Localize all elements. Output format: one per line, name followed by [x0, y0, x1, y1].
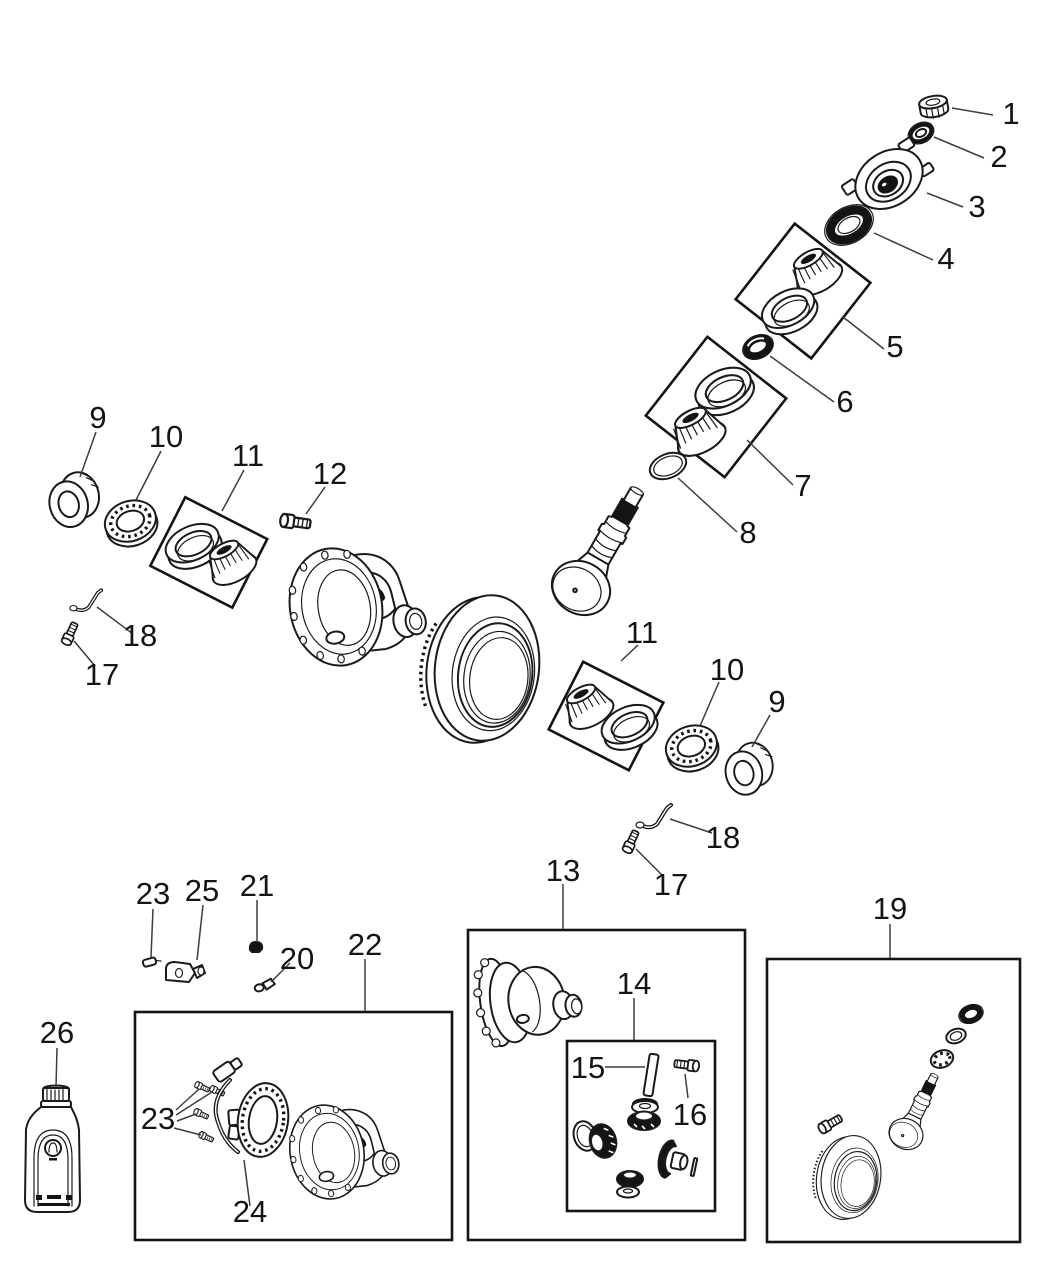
kit-bolt: [815, 1112, 845, 1136]
callout-1[interactable]: 1: [1002, 96, 1019, 131]
thrust-washer-top: [631, 1098, 659, 1114]
callout-2[interactable]: 2: [990, 139, 1007, 174]
wheel-speed-sensor-clip-right: [634, 803, 673, 830]
callout-21[interactable]: 21: [240, 868, 274, 903]
callout-6[interactable]: 6: [836, 384, 853, 419]
callout-15[interactable]: 15: [571, 1050, 605, 1085]
pinion-mate-shaft: [642, 1052, 660, 1098]
gear-oil-bottle: [24, 1084, 81, 1213]
callout-18-right[interactable]: 18: [706, 820, 740, 855]
differential-carrier: [279, 532, 432, 675]
retainer-clip-23: [141, 956, 162, 968]
tone-exciter-ring: [227, 1082, 290, 1158]
callout-18-left[interactable]: 18: [123, 618, 157, 653]
kit-ring-gear: [807, 1129, 888, 1225]
callout-10-mid[interactable]: 10: [710, 652, 744, 687]
ring-gear: [411, 585, 550, 752]
callout-9-mid[interactable]: 9: [768, 684, 785, 719]
kit-box-19: [765, 957, 1022, 1244]
callout-23-top[interactable]: 23: [136, 876, 170, 911]
differential-case-assembly: [473, 957, 583, 1048]
kit-box-22: [133, 1010, 454, 1242]
speed-sensor-plug: [212, 1057, 243, 1083]
callout-16[interactable]: 16: [673, 1097, 707, 1132]
callout-17-right[interactable]: 17: [654, 867, 688, 902]
kit-pinion-bearing: [929, 1049, 955, 1069]
bearing-retainer-right: [718, 737, 781, 800]
callout-22[interactable]: 22: [348, 927, 382, 962]
drive-pinion-gear: [541, 472, 666, 627]
sensor-harness-core: [214, 1079, 239, 1153]
ring-gear-bolt: [278, 512, 313, 532]
callout-20[interactable]: 20: [280, 941, 314, 976]
kit-box-13: [466, 928, 747, 1242]
kit-pinion-washer: [945, 1027, 967, 1045]
callout-17-left[interactable]: 17: [85, 657, 119, 692]
sensor-bolt-left: [59, 620, 81, 648]
kit-drive-pinion: [883, 1066, 952, 1156]
pinion-mate-gear-bottom: [616, 1170, 644, 1199]
callout-14[interactable]: 14: [617, 966, 651, 1001]
cross-pin: [689, 1157, 699, 1177]
bearing-retainer-left: [41, 466, 108, 533]
callout-13[interactable]: 13: [546, 853, 580, 888]
callouts: 1 2 3 4 5 6 7 8 9 10 11 12 18 17 11 10 9…: [40, 96, 1020, 1229]
callout-8[interactable]: 8: [739, 515, 756, 550]
kit-box-14: [565, 1039, 717, 1213]
callout-26[interactable]: 26: [40, 1015, 74, 1050]
callout-10-left[interactable]: 10: [149, 419, 183, 454]
kit-differential-carrier: [281, 1092, 404, 1206]
kit-pinion-nut: [958, 1003, 984, 1025]
pinion-flange: [840, 136, 935, 210]
pinion-seal: [824, 204, 874, 246]
callout-5[interactable]: 5: [886, 329, 903, 364]
shaft-lock-bolt: [672, 1057, 701, 1073]
side-bearing-left: [97, 492, 165, 555]
sensor-screw-4: [197, 1130, 215, 1144]
leader-lines: [55, 107, 994, 1207]
collapsible-spacer: [742, 333, 774, 361]
callout-19[interactable]: 19: [873, 891, 907, 926]
callout-23-box[interactable]: 23: [141, 1101, 175, 1136]
pinion-shim: [648, 451, 688, 481]
callout-11-mid[interactable]: 11: [626, 615, 658, 650]
callout-11-left[interactable]: 11: [232, 438, 264, 473]
callout-3[interactable]: 3: [968, 189, 985, 224]
wheel-speed-sensor-clip-left: [68, 588, 104, 613]
callout-25[interactable]: 25: [185, 873, 219, 908]
side-bearing-right: [658, 717, 726, 780]
side-gear-right: [657, 1139, 689, 1179]
harness-bracket-25: [165, 961, 206, 983]
callout-12[interactable]: 12: [313, 456, 347, 491]
callout-7[interactable]: 7: [794, 468, 811, 503]
side-gear-top: [627, 1110, 661, 1131]
breather-plug-21: [248, 941, 264, 953]
pinion-mate-gear-left: [588, 1123, 618, 1159]
callout-4[interactable]: 4: [937, 241, 954, 276]
callout-24[interactable]: 24: [233, 1194, 267, 1229]
pinion-nut: [918, 94, 950, 119]
callout-9-left[interactable]: 9: [89, 400, 106, 435]
